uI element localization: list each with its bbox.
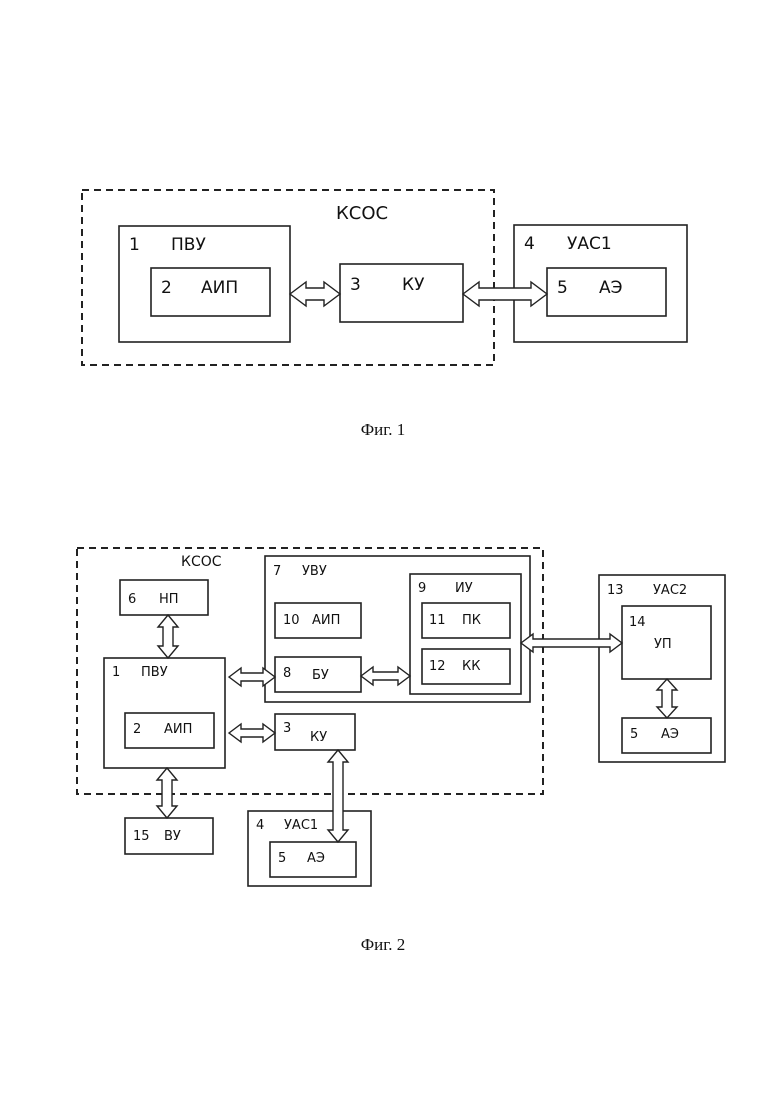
uvu-number: 7 [273,564,281,579]
ku-uas1-bidirectional-arrow [463,282,547,306]
aip10-number: 10 [283,613,300,628]
figure-2: КСОС 6 НП 7 УВУ 10 АИП 9 ИУ 11 ПК 12 КК … [77,548,725,954]
iu-number: 9 [418,581,426,596]
ku-label-fig2: КУ [310,730,327,745]
pvu-label-fig2: ПВУ [141,665,168,680]
ae-bottom-label: АЭ [307,851,325,866]
np-label: НП [159,592,179,607]
pvu-number: 1 [129,235,140,255]
aip2-number: 2 [133,722,141,737]
ksos-group-label: КСОС [336,203,388,224]
uas2-number: 13 [607,583,624,598]
pvu-ku-bidirectional-arrow [290,282,340,306]
figure-2-caption: Фиг. 2 [361,935,406,954]
aip-label: АИП [201,278,238,298]
pvu-ku-bidirectional-arrow-fig2 [229,724,275,742]
np-number: 6 [128,592,136,607]
kk-label: КК [462,659,480,674]
bu-number: 8 [283,666,291,681]
vu-label: ВУ [164,829,181,844]
ae-right-number: 5 [630,727,638,742]
uvu-label: УВУ [302,564,327,579]
ae-right-label: АЭ [661,727,679,742]
ku-number: 3 [350,275,361,295]
uas2-label: УАС2 [653,583,687,598]
ae-bottom-number: 5 [278,851,286,866]
np-pvu-bidirectional-arrow [158,615,178,658]
ku-number-fig2: 3 [283,721,291,736]
up-number: 14 [629,615,646,630]
ae-number: 5 [557,278,568,298]
aip2-label: АИП [164,722,192,737]
up-label: УП [654,637,672,652]
aip-number: 2 [161,278,172,298]
pvu-label: ПВУ [171,235,206,255]
uas1-label-fig2: УАС1 [284,818,318,833]
pk-number: 11 [429,613,446,628]
uas1-label: УАС1 [567,234,612,254]
figure-1: КСОС 1 ПВУ 2 АИП 3 КУ 4 УАС1 5 АЭ Фиг. 1 [82,190,687,439]
aip10-label: АИП [312,613,340,628]
ku-label: КУ [402,275,425,295]
vu-number: 15 [133,829,150,844]
ae-label: АЭ [599,278,623,298]
uas1-number-fig2: 4 [256,818,264,833]
pvu-number-fig2: 1 [112,665,120,680]
iu-label: ИУ [455,581,473,596]
figure-1-caption: Фиг. 1 [361,420,406,439]
ksos-group-label-fig2: КСОС [181,554,222,570]
pk-label: ПК [462,613,481,628]
uas1-number: 4 [524,234,535,254]
bu-label: БУ [312,668,329,683]
kk-number: 12 [429,659,446,674]
